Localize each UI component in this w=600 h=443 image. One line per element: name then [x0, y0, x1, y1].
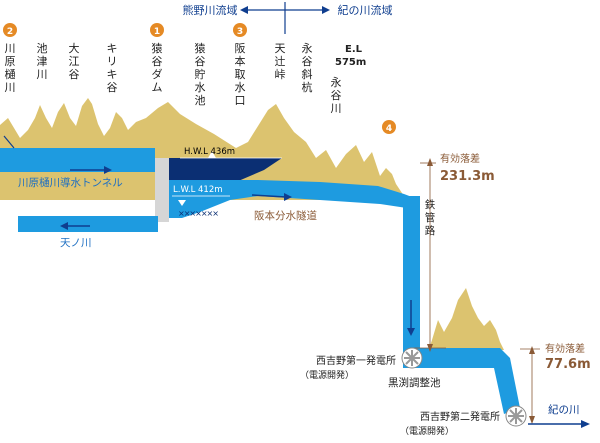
head-1: 有効落差 231.3m: [410, 152, 495, 352]
lower-waterway: [403, 348, 520, 414]
marker-2-icon: [3, 23, 17, 37]
lwl-label: L.W.L 412m: [173, 185, 223, 195]
column-label-6: 阪本取水口: [235, 41, 246, 107]
marker-4-number: 4: [386, 124, 392, 134]
head-2-label: 有効落差: [545, 342, 585, 355]
arrow-left-icon: [240, 6, 248, 14]
column-label-2: 大江谷: [69, 41, 80, 81]
column-label-1: 池津川: [37, 42, 48, 81]
diversion-tunnel: [0, 148, 155, 172]
arrow-up-icon: [427, 158, 433, 166]
arrow-left-icon: [60, 222, 68, 230]
arrow-up-icon: [529, 346, 535, 354]
kinokawa-label: 紀の川: [548, 403, 580, 416]
lwl-marker-icon: [178, 200, 186, 206]
first-station-owner: （電源開発）: [300, 369, 354, 381]
hwl-marker-icon: [208, 151, 216, 158]
column-label-7: 天辻峠: [275, 42, 286, 81]
marker-2-number: 2: [7, 27, 13, 37]
sakamoto-tunnel-label: 阪本分水隧道: [254, 209, 317, 222]
column-label-8: 永谷斜杭: [302, 41, 313, 94]
tennokawa-channel: [18, 216, 158, 232]
marker-3-number: 3: [237, 27, 243, 37]
arrow-right-icon: [104, 166, 112, 174]
head-2-value: 77.6m: [545, 357, 591, 372]
arrow-down-icon: [529, 416, 535, 424]
kumano-basin-label: 熊野川流域: [183, 3, 238, 17]
marker-3-icon: [233, 23, 247, 37]
sakamoto-arrow-shaft: [251, 194, 287, 198]
turbine-1-icon: [401, 347, 423, 369]
elevation-value: 575m: [335, 57, 366, 68]
elevation-label: E.L: [345, 44, 363, 55]
head-1-value: 231.3m: [440, 169, 495, 184]
arrow-down-icon: [407, 328, 415, 336]
mountain-range-lower: [428, 288, 504, 352]
bedrock-marks: ×××××××: [178, 209, 218, 218]
tennokawa-label: 天ノ川: [60, 237, 92, 249]
kinokawa-basin-label: 紀の川流域: [338, 3, 393, 17]
hwl-label: H.W.L 436m: [184, 147, 235, 157]
marker-1-icon: [150, 23, 164, 37]
pond-label: 黒渕調整池: [388, 376, 441, 389]
arrow-right-icon: [284, 193, 292, 201]
turbine-2-icon: [505, 405, 527, 427]
dam-wall: [155, 158, 169, 222]
column-label-4: 猿谷ダム: [152, 41, 163, 94]
column-label-5: 猿谷貯水池: [195, 41, 206, 107]
column-labels: 2 川原樋川 池津川 大江谷 キリキ谷 1 猿谷ダム 猿谷貯水池 3 阪本取水口 天辻峠 永谷斜杭永谷…: [3, 23, 342, 115]
column-label-9: 永谷川: [331, 75, 342, 115]
intake-pointer-line: [3, 135, 15, 149]
penstock: [403, 196, 420, 358]
basin-header: 熊野川流域 紀の川流域: [183, 2, 393, 34]
column-label-0: 川原樋川: [5, 42, 16, 94]
head-1-label: 有効落差: [440, 152, 480, 165]
head-2: 有効落差 77.6m: [520, 342, 591, 424]
second-station-label: 西吉野第二発電所: [420, 410, 500, 423]
marker-4-icon: [382, 120, 396, 134]
column-label-3: キリキ谷: [107, 42, 118, 94]
second-station-owner: （電源開発）: [400, 425, 454, 437]
diversion-tunnel-label: 川原樋川導水トンネル: [18, 176, 123, 189]
arrow-right-icon: [581, 420, 590, 428]
first-station-label: 西吉野第一発電所: [316, 354, 396, 367]
mountain-range: [0, 98, 404, 200]
marker-1-number: 1: [154, 27, 160, 37]
sakamoto-tunnel: [169, 180, 420, 218]
arrow-right-icon: [322, 6, 330, 14]
